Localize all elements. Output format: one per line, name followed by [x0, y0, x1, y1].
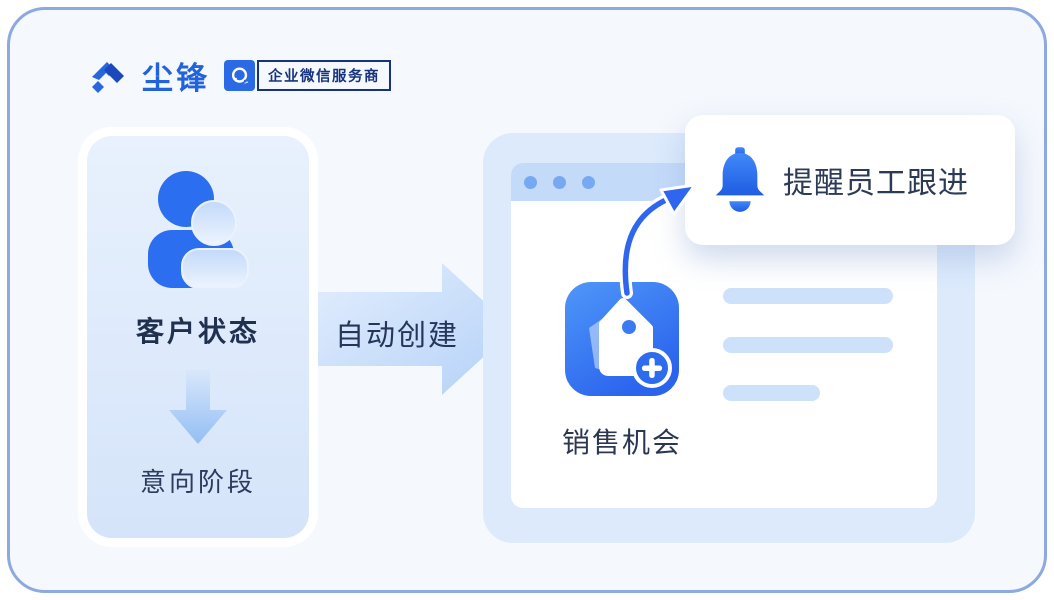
- logo-text: 尘锋: [142, 61, 210, 96]
- wecom-bubble-icon: [224, 60, 255, 91]
- service-provider-label: 企业微信服务商: [257, 60, 391, 91]
- skeleton-text-bar: [723, 385, 820, 401]
- right-arrow-shape: [318, 263, 514, 395]
- customers-people-icon: [148, 171, 249, 288]
- remind-staff-label: 提醒员工跟进: [783, 167, 969, 200]
- window-dot-icon: [553, 175, 566, 189]
- service-provider-badge: 企业微信服务商: [224, 60, 391, 91]
- window-dot-icon: [582, 175, 595, 189]
- down-arrow-icon: [169, 370, 227, 444]
- customer-status-title: 客户状态: [135, 316, 260, 347]
- notification-card: 提醒员工跟进: [685, 115, 1015, 245]
- notification-bell-icon: [715, 147, 765, 212]
- brand-bar: 尘锋 企业微信服务商: [88, 53, 391, 98]
- auto-create-label: 自动创建: [334, 320, 459, 352]
- skeleton-text-bar: [723, 337, 893, 353]
- skeleton-text-bar: [723, 288, 893, 304]
- sales-opportunity-label: 销售机会: [561, 427, 682, 458]
- chenfeng-logo-mark-icon: [92, 61, 124, 93]
- window-dot-icon: [524, 175, 537, 189]
- intent-stage-label: 意向阶段: [139, 467, 256, 497]
- tag-plus-app-icon: [565, 282, 679, 396]
- customer-status-card: 客户状态 意向阶段: [78, 127, 318, 547]
